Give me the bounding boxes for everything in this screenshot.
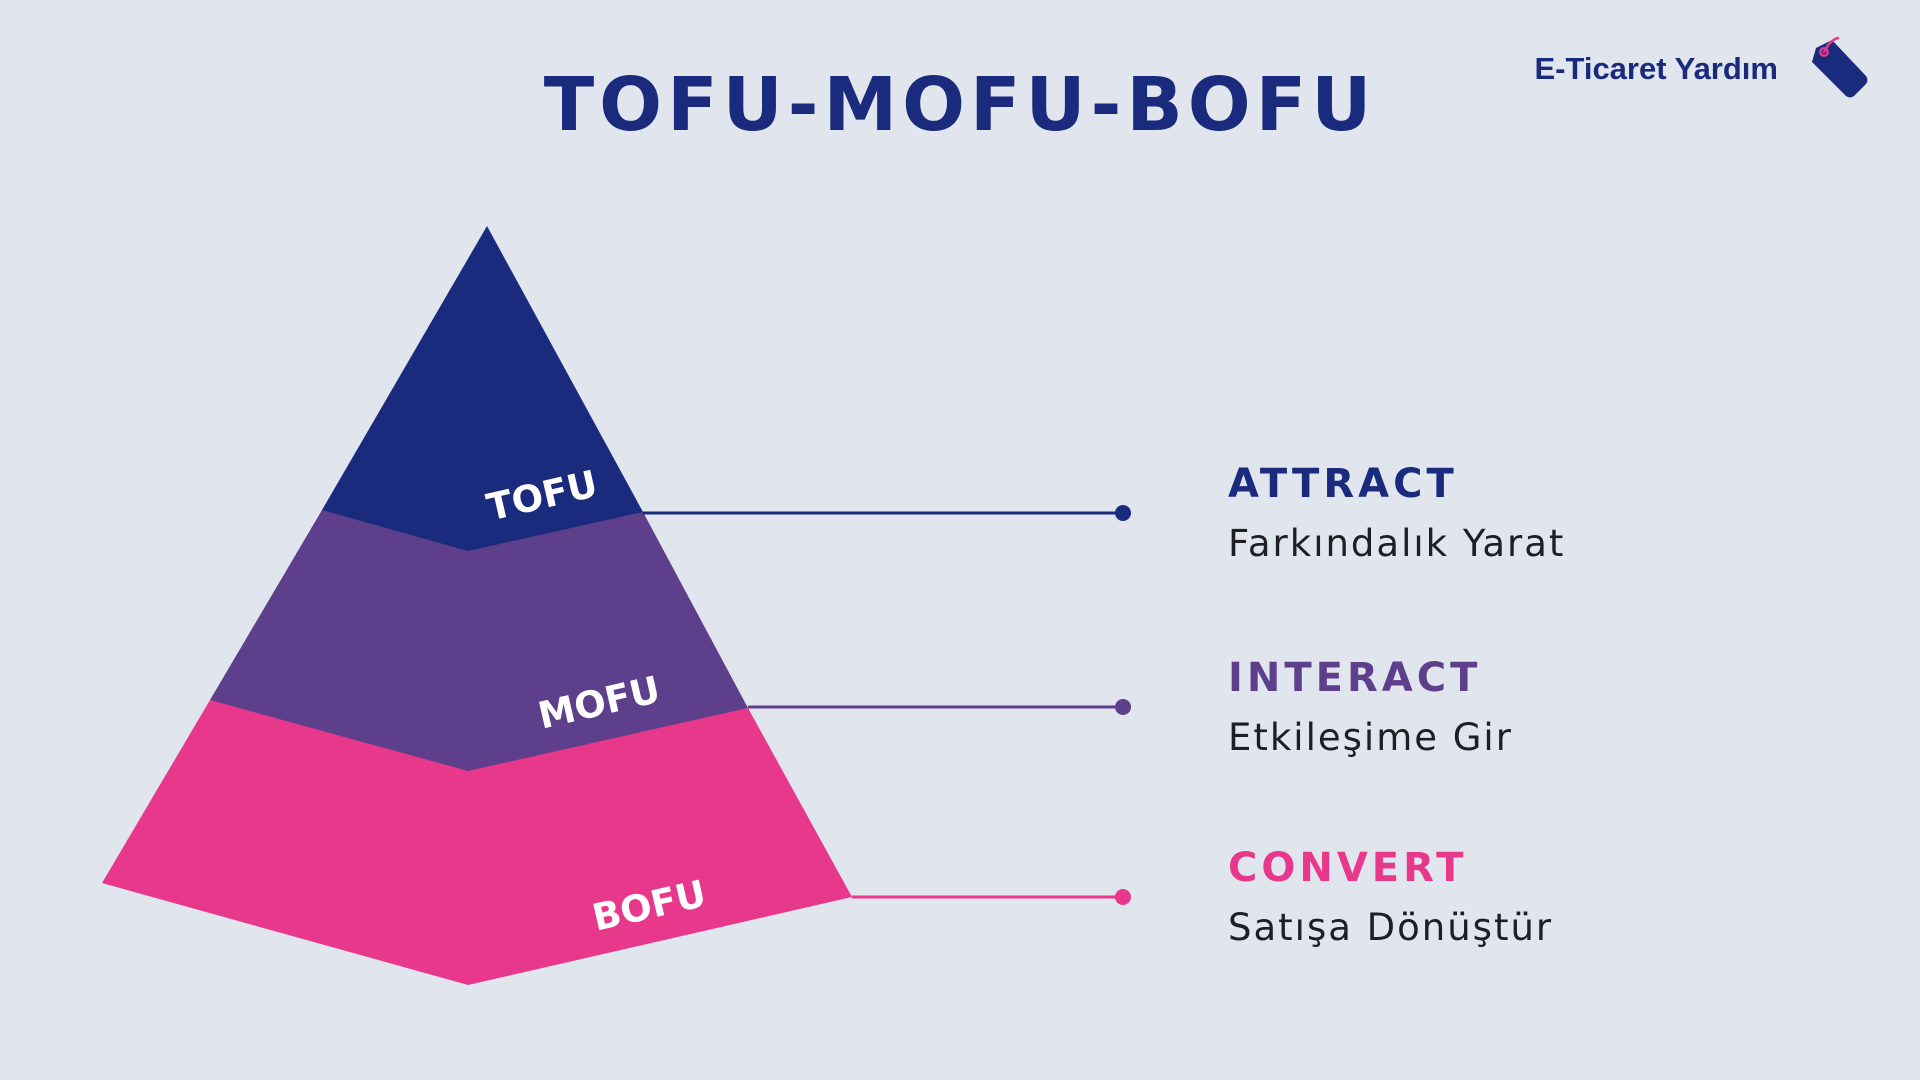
stage-heading: ATTRACT [1228, 461, 1458, 507]
brand-header: E-Ticaret Yardım [1534, 36, 1870, 102]
connector-dot-bofu [1115, 889, 1131, 905]
pyramid-layer-mofu [210, 510, 748, 771]
stage-convert: CONVERT Satışa Dönüştür [1228, 844, 1553, 952]
stage-description: Satışa Dönüştür [1228, 906, 1554, 949]
stage-attract: ATTRACT Farkındalık Yarat [1228, 460, 1565, 568]
pyramid-layer-bofu [102, 700, 852, 985]
brand-name: E-Ticaret Yardım [1534, 51, 1778, 86]
pyramid-layer-tofu [322, 226, 643, 551]
connector-dot-mofu [1115, 699, 1131, 715]
stage-interact: INTERACT Etkileşime Gir [1228, 654, 1513, 762]
page-title: TOFU-MOFU-BOFU [543, 62, 1377, 148]
connector-dot-tofu [1115, 505, 1131, 521]
stage-description: Farkındalık Yarat [1228, 522, 1566, 565]
stage-heading: CONVERT [1228, 845, 1468, 891]
stage-description: Etkileşime Gir [1228, 716, 1513, 759]
price-tag-icon [1812, 36, 1868, 98]
stage-heading: INTERACT [1228, 655, 1482, 701]
